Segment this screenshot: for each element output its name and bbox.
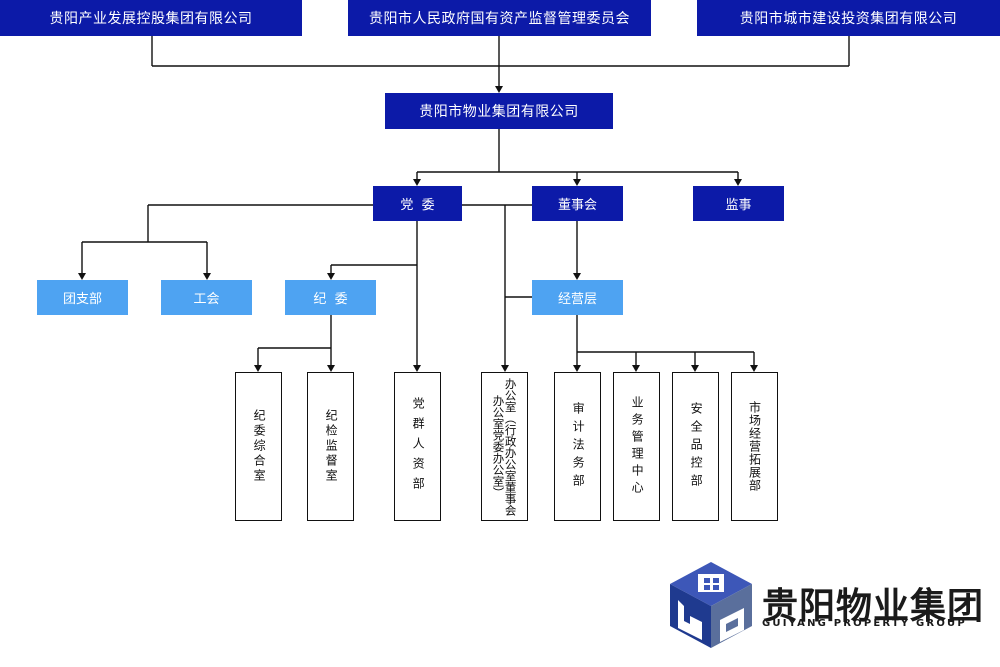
dept-label: 审计法务部	[571, 401, 586, 492]
dept-supervision-office: 纪检监督室	[307, 372, 354, 521]
shareholder-box-urban-investment: 贵阳市城市建设投资集团有限公司	[697, 0, 1000, 36]
dept-office: 办公室（行政办公室董事会办公室党委办公室）	[481, 372, 528, 521]
board-label: 董事会	[557, 198, 597, 213]
dept-discipline-office: 纪委综合室	[235, 372, 282, 521]
discipline-committee-box: 纪 委	[285, 280, 376, 315]
shareholder-label: 贵阳市城市建设投资集团有限公司	[739, 11, 958, 27]
management-label: 经营层	[557, 292, 597, 307]
dept-label: 办公室（行政办公室董事会办公室党委办公室）	[491, 377, 518, 516]
dept-safety-quality: 安全品控部	[672, 372, 719, 521]
youth-league-label: 团支部	[62, 292, 102, 307]
company-logo-icon	[670, 562, 752, 648]
logo-chinese-name: 贵阳物业集团	[762, 586, 985, 627]
dept-label: 纪委综合室	[252, 409, 267, 484]
dept-label: 纪检监督室	[324, 409, 339, 484]
shareholder-box-industry-holding: 贵阳产业发展控股集团有限公司	[0, 0, 302, 36]
dept-business-mgmt: 业务管理中心	[613, 372, 660, 521]
logo-english-name: GUIYANG PROPERTY GROUP	[762, 618, 967, 629]
youth-league-box: 团支部	[37, 280, 128, 315]
dept-label: 党群人资部	[411, 396, 426, 497]
supervisor-box: 监事	[693, 186, 784, 221]
shareholder-label: 贵阳产业发展控股集团有限公司	[49, 11, 253, 27]
dept-market-development: 市场经营拓展部	[731, 372, 778, 521]
management-box: 经营层	[532, 280, 623, 315]
shareholder-label: 贵阳市人民政府国有资产监督管理委员会	[369, 11, 630, 27]
dept-label: 安全品控部	[689, 401, 704, 492]
discipline-committee-label: 纪 委	[313, 292, 348, 307]
party-committee-label: 党 委	[400, 198, 435, 213]
dept-label: 业务管理中心	[630, 395, 645, 498]
dept-party-hr: 党群人资部	[394, 372, 441, 521]
supervisor-label: 监事	[725, 198, 752, 213]
union-box: 工会	[161, 280, 252, 315]
company-box: 贵阳市物业集团有限公司	[385, 93, 613, 129]
union-label: 工会	[193, 292, 220, 307]
shareholder-box-sasac: 贵阳市人民政府国有资产监督管理委员会	[348, 0, 651, 36]
dept-audit-legal: 审计法务部	[554, 372, 601, 521]
company-label: 贵阳市物业集团有限公司	[419, 104, 579, 120]
party-committee-box: 党 委	[373, 186, 462, 221]
dept-label: 市场经营拓展部	[747, 401, 762, 492]
board-box: 董事会	[532, 186, 623, 221]
